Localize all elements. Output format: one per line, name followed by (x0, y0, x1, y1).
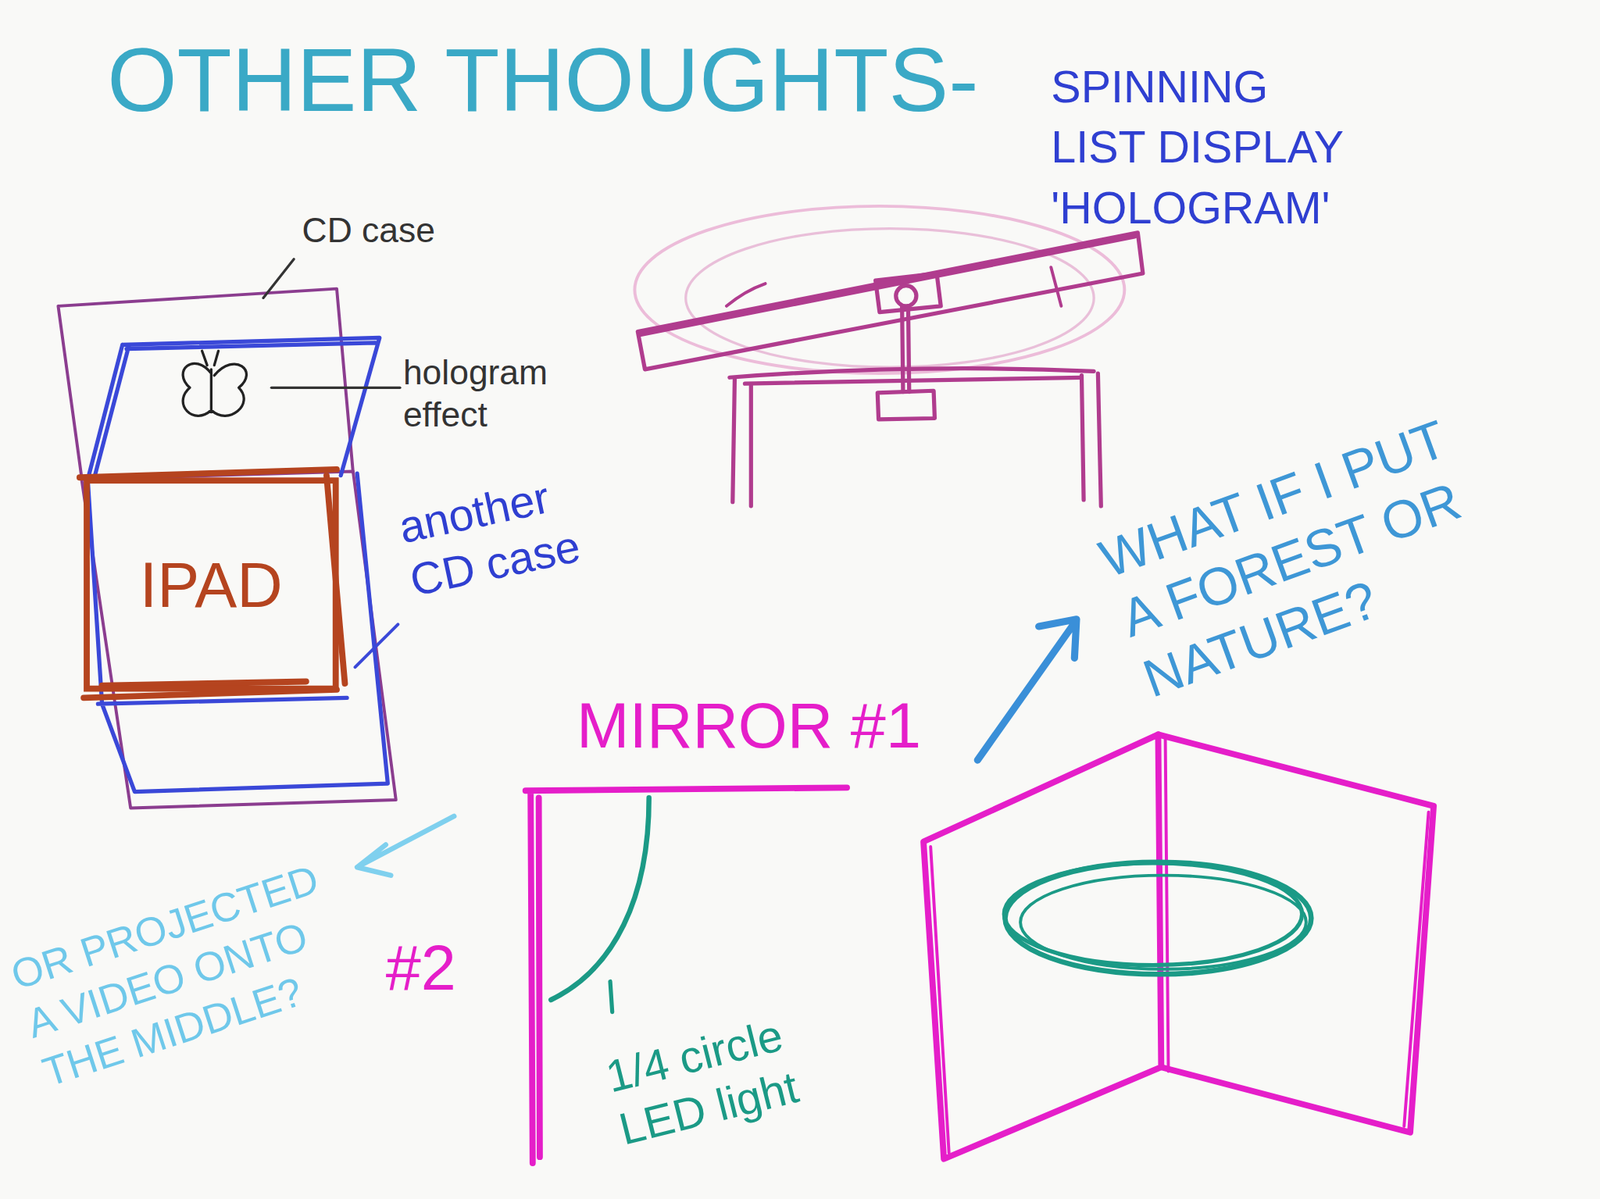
part-label: 1/4 circle LED light (600, 991, 870, 1157)
callout-number: #2 (385, 930, 457, 1007)
spinning-display-drawing (634, 206, 1143, 507)
mirror-edge (930, 739, 1429, 1154)
cd-case-outline (81, 471, 396, 808)
arrow (977, 619, 1077, 761)
led-quarter-circle (550, 797, 649, 1000)
heading-note: SPINNING LIST DISPLAY 'HOLOGRAM' (1050, 56, 1370, 239)
mirror-corner-drawing (923, 734, 1434, 1159)
part-label: CD case (302, 209, 436, 251)
motor-base (877, 390, 935, 420)
page-title: OTHER THOUGHTS- (107, 28, 979, 133)
spin-mark (726, 267, 1061, 307)
part-label: another CD case (394, 459, 622, 609)
butterfly-hologram (182, 350, 247, 416)
leader-line (263, 259, 294, 299)
spin-path (685, 228, 1094, 368)
cd-case-drawing (57, 259, 400, 809)
device-box: IPAD (83, 477, 340, 692)
leader-line (271, 386, 400, 390)
cd-case-lid (87, 337, 380, 480)
table-leg (732, 373, 1102, 507)
question-note: OR PROJECTED A VIDEO ONTO THE MIDDLE? (4, 851, 363, 1098)
spinning-bar (637, 232, 1143, 370)
mirror-panel (1157, 734, 1434, 1133)
led-ring (1020, 875, 1307, 970)
arrow (357, 816, 454, 876)
leader-line (355, 624, 399, 668)
box-text: IPAD (139, 548, 283, 622)
part-label: hologram effect (403, 352, 608, 436)
question-note: WHAT IF I PUT A FOREST OR NATURE? (1091, 398, 1522, 711)
table-top (729, 368, 1094, 384)
leader-line (610, 981, 613, 1012)
section-label: MIRROR #1 (576, 689, 922, 765)
hub-axle (896, 285, 917, 307)
ipad-sketch-lines (79, 469, 346, 699)
